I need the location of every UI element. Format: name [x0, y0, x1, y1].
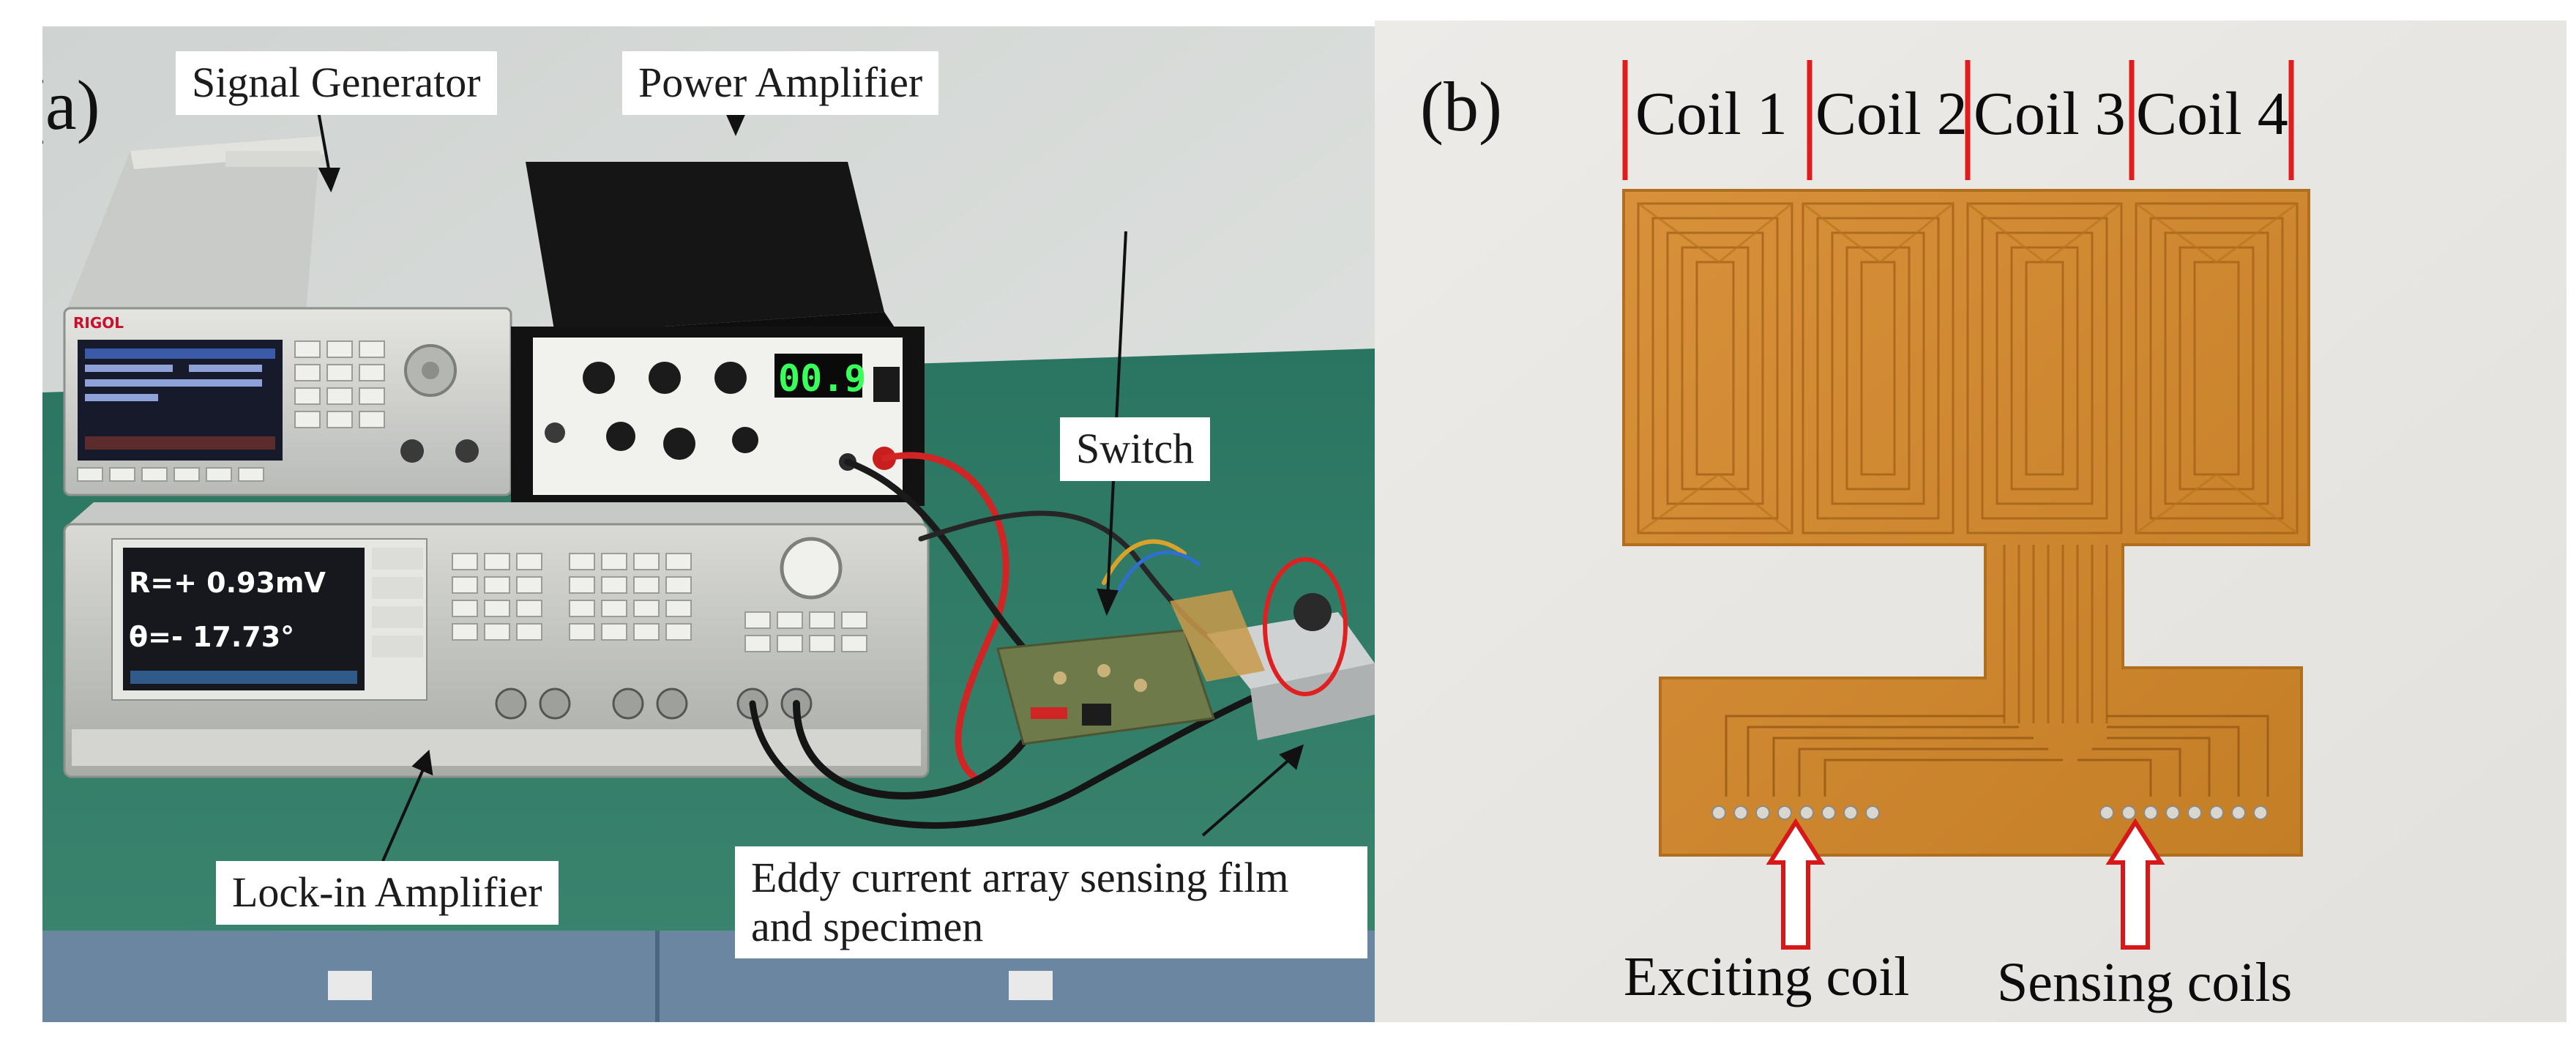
coil-4-label: Coil 4	[2136, 80, 2288, 148]
red-circle-highlight	[1263, 557, 1348, 696]
generator-brand-mark: RIGOL	[73, 314, 124, 332]
lock-in-amplifier-callout: Lock-in Amplifier	[216, 861, 559, 925]
panel-b-sensor-photo: (b) Coil 1 Coil 2 Coil 3 Coil 4 Exciting…	[1375, 21, 2566, 1022]
power-amplifier-top	[526, 162, 884, 334]
coil-dividers	[1622, 60, 2294, 180]
power-amplifier-callout: Power Amplifier	[622, 51, 939, 115]
sensing-film-callout: Eddy current array sensing film and spec…	[735, 846, 1367, 959]
lock-in-screen	[123, 548, 365, 690]
power-amplifier-display	[774, 354, 862, 398]
flex-pcb	[1622, 189, 2310, 857]
coil-1-label: Coil 1	[1635, 80, 1788, 148]
coil-traces	[1637, 202, 2299, 534]
power-amplifier-readout: 00.9	[778, 357, 867, 400]
panel-b-label: (b)	[1420, 67, 1502, 146]
coil-3-label: Coil 3	[1974, 80, 2126, 148]
switch-callout: Switch	[1060, 417, 1211, 481]
hollow-arrows	[1766, 818, 2165, 950]
solder-pads	[1711, 805, 2268, 820]
flex-sensor-illustration	[1375, 21, 2566, 1022]
coil-2-label: Coil 2	[1815, 80, 1968, 148]
sensing-film	[1170, 590, 1265, 682]
lock-in-r-readout: R=+ 0.93mV	[129, 567, 326, 599]
lock-in-theta-readout: θ=- 17.73°	[129, 621, 295, 653]
sensing-coils-label: Sensing coils	[1997, 952, 2293, 1013]
lock-in-knob	[780, 537, 843, 600]
panel-a-setup-photo: 00.9 R=+ 0.93mV θ=- 17.73° RIGOL (a) Sig…	[42, 26, 1376, 1022]
exciting-coil-label: Exciting coil	[1624, 946, 1910, 1007]
panel-a-label: (a)	[42, 66, 100, 144]
setup-photo-illustration	[42, 26, 1376, 1022]
probe-connector	[1293, 593, 1332, 631]
signal-generator-callout: Signal Generator	[176, 51, 497, 115]
